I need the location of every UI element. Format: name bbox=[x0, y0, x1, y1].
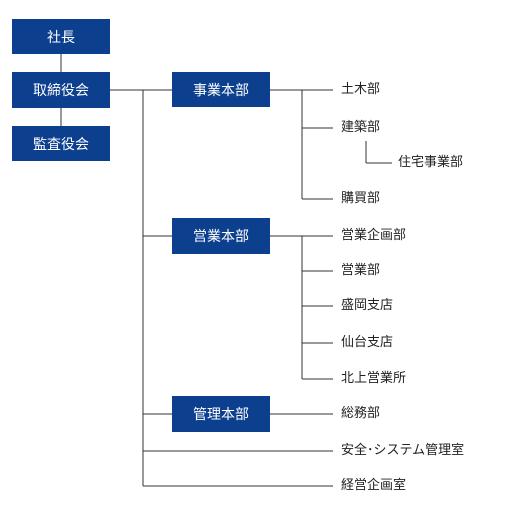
office-kitakami: 北上営業所 bbox=[341, 371, 407, 386]
branch-morioka: 盛岡支店 bbox=[341, 298, 394, 313]
audit-board-box: 監査役会 bbox=[12, 126, 110, 161]
dept-sales: 営業部 bbox=[341, 263, 381, 278]
business-hq-box: 事業本部 bbox=[172, 72, 270, 107]
board-of-directors-box: 取締役会 bbox=[12, 72, 110, 108]
dept-general-affairs: 総務部 bbox=[341, 406, 381, 421]
admin-hq-box: 管理本部 bbox=[172, 396, 270, 432]
dept-sales-planning: 営業企画部 bbox=[341, 228, 407, 243]
dept-construction: 建築部 bbox=[341, 120, 381, 135]
dept-purchasing: 購買部 bbox=[341, 191, 381, 206]
president-box: 社長 bbox=[12, 19, 110, 54]
branch-sendai: 仙台支店 bbox=[341, 335, 394, 350]
sales-hq-box: 営業本部 bbox=[172, 218, 270, 254]
dept-housing: 住宅事業部 bbox=[398, 155, 464, 170]
dept-civil-engineering: 土木部 bbox=[341, 82, 381, 97]
office-corporate-planning: 経営企画室 bbox=[341, 478, 407, 493]
office-safety-system: 安全･システム管理室 bbox=[341, 443, 465, 458]
